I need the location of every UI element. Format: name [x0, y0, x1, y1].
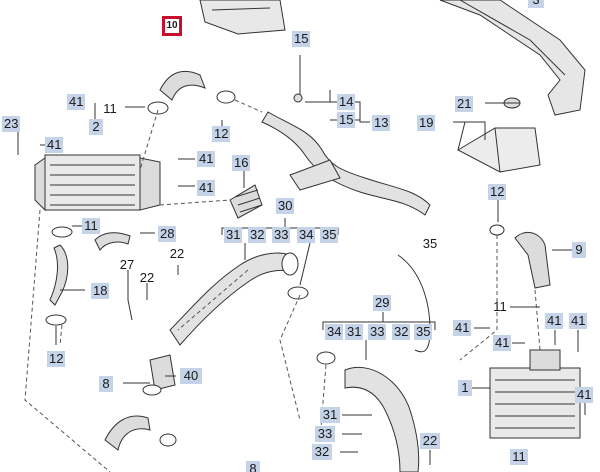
callout-12[interactable]: 12 [488, 184, 506, 200]
hose-10 [147, 70, 236, 115]
callout-32[interactable]: 32 [248, 227, 266, 243]
callout-21[interactable]: 21 [455, 96, 473, 112]
top-duct-part [199, 0, 286, 35]
callout-14[interactable]: 14 [337, 94, 355, 110]
callout-30[interactable]: 30 [276, 198, 294, 214]
callout-31[interactable]: 31 [345, 324, 363, 340]
callout-23[interactable]: 23 [2, 116, 20, 132]
callout-40[interactable]: 40 [180, 368, 202, 384]
callout-12[interactable]: 12 [212, 126, 230, 142]
callout-41[interactable]: 41 [67, 94, 85, 110]
intercooler-right [489, 349, 581, 439]
callout-22[interactable]: 22 [420, 433, 440, 449]
intercooler-left [34, 154, 161, 212]
callout-11[interactable]: 11 [510, 449, 528, 465]
callout-33[interactable]: 33 [315, 426, 335, 442]
callout-3[interactable]: 3 [528, 0, 544, 8]
callout-10-highlighted[interactable]: 10 [162, 16, 182, 36]
callout-2[interactable]: 2 [89, 119, 103, 135]
callout-41[interactable]: 41 [493, 335, 511, 351]
callout-34[interactable]: 34 [325, 324, 343, 340]
callout-35[interactable]: 35 [422, 236, 438, 251]
callout-8[interactable]: 8 [246, 461, 260, 472]
pipe-9 [489, 224, 551, 289]
callout-41[interactable]: 41 [453, 320, 471, 336]
sleeve-16 [229, 184, 263, 219]
callout-41[interactable]: 41 [197, 180, 215, 196]
callout-34[interactable]: 34 [297, 227, 315, 243]
callout-1[interactable]: 1 [458, 380, 472, 396]
callout-31[interactable]: 31 [224, 227, 242, 243]
callout-35[interactable]: 35 [414, 324, 432, 340]
pipe-30 [169, 252, 309, 346]
callout-29[interactable]: 29 [373, 295, 391, 311]
callout-16[interactable]: 16 [232, 155, 250, 171]
callout-41[interactable]: 41 [575, 387, 593, 403]
callout-41[interactable]: 41 [45, 137, 63, 153]
callout-22[interactable]: 22 [139, 270, 155, 285]
hose-8-lower [104, 415, 177, 451]
callout-35[interactable]: 35 [320, 227, 338, 243]
callout-31[interactable]: 31 [320, 407, 340, 423]
callout-11[interactable]: 11 [103, 101, 117, 116]
pipe-29 [316, 351, 420, 472]
hose-28 [94, 232, 131, 251]
callout-11[interactable]: 11 [82, 218, 100, 234]
callout-15[interactable]: 15 [292, 31, 310, 47]
callout-41[interactable]: 41 [569, 313, 587, 329]
callout-41[interactable]: 41 [197, 151, 215, 167]
callout-22[interactable]: 22 [169, 246, 185, 261]
callout-9[interactable]: 9 [572, 242, 586, 258]
callout-18[interactable]: 18 [91, 283, 109, 299]
callout-15[interactable]: 15 [337, 112, 355, 128]
callout-33[interactable]: 33 [272, 227, 290, 243]
tube-13 [261, 55, 431, 216]
callout-8[interactable]: 8 [99, 376, 113, 392]
callout-27[interactable]: 27 [119, 257, 135, 272]
dashed-lines [24, 99, 541, 472]
callout-13[interactable]: 13 [372, 115, 390, 131]
hose-18 [45, 226, 73, 326]
callout-28[interactable]: 28 [158, 226, 176, 242]
sleeve-40 [142, 354, 176, 396]
callout-41[interactable]: 41 [545, 313, 563, 329]
intake-pipe-3 [439, 0, 586, 116]
callout-11[interactable]: 11 [493, 299, 507, 314]
callout-19[interactable]: 19 [417, 115, 435, 131]
callout-12[interactable]: 12 [47, 351, 65, 367]
callout-32[interactable]: 32 [312, 444, 332, 460]
callout-33[interactable]: 33 [368, 324, 386, 340]
callout-32[interactable]: 32 [392, 324, 410, 340]
